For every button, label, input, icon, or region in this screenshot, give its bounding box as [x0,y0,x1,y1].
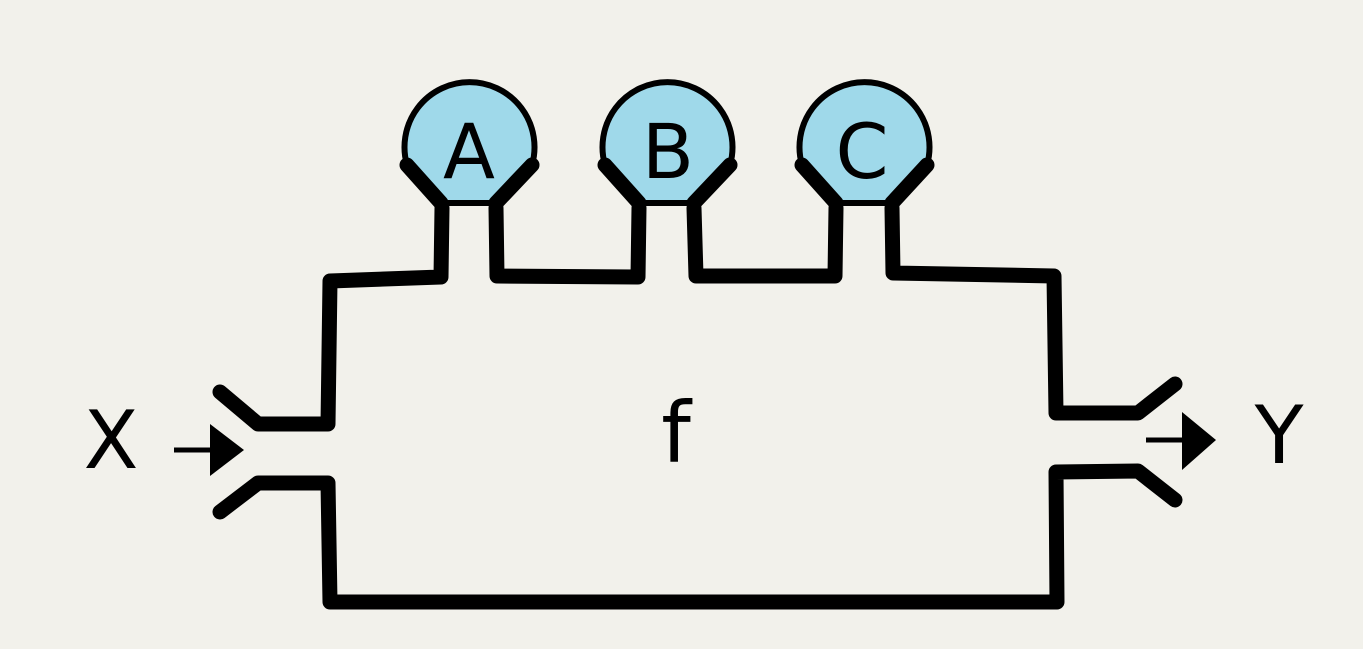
parameter-b-label: B [642,107,694,196]
parameter-a-connector [399,79,540,211]
function-box-outline [212,200,1183,610]
input-label: X [84,394,139,487]
function-label: f [661,384,693,482]
parameter-c-connector [794,79,935,211]
parameter-a-label: A [443,107,495,196]
output-arrow [1146,412,1216,470]
output-label: Y [1254,389,1305,482]
parameter-b-connector [597,79,738,211]
input-arrow [174,424,244,476]
parameter-c-label: C [835,107,888,196]
